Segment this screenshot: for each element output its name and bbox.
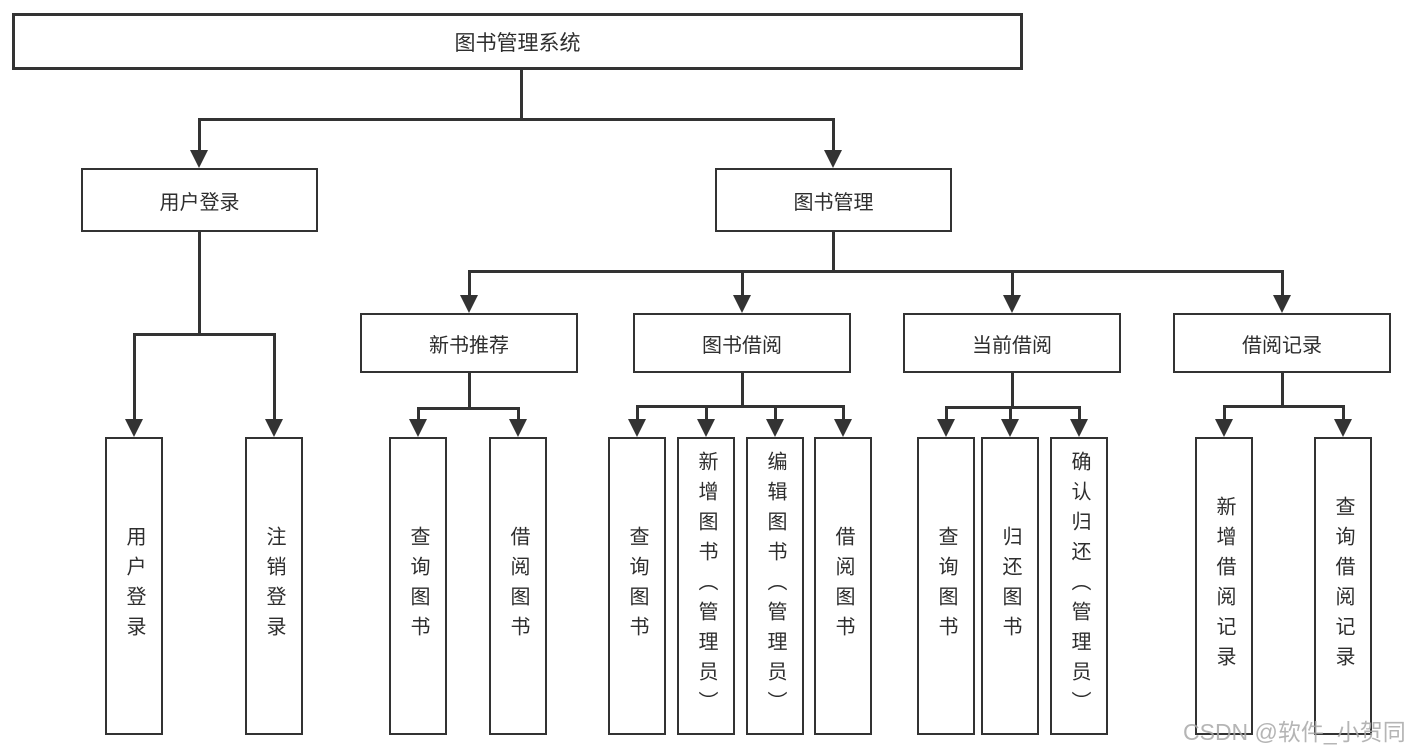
connector-line bbox=[945, 406, 1081, 409]
connector-line bbox=[705, 405, 708, 421]
node-new-book-recommend: 新书推荐 bbox=[360, 313, 578, 373]
leaf-return-books: 归还图书 bbox=[981, 437, 1039, 735]
connector-line bbox=[945, 406, 948, 421]
arrowhead-down-icon bbox=[460, 295, 478, 313]
node-user-login: 用户登录 bbox=[81, 168, 318, 232]
arrowhead-down-icon bbox=[1070, 419, 1088, 437]
arrowhead-down-icon bbox=[190, 150, 208, 168]
node-label: 用户登录 bbox=[159, 191, 240, 214]
node-label: 图书管理系统 bbox=[454, 31, 581, 55]
node-label: 图书借阅 bbox=[702, 334, 782, 357]
leaf-query-borrow-record: 查询借阅记录 bbox=[1314, 437, 1372, 735]
connector-line bbox=[417, 407, 420, 421]
arrowhead-down-icon bbox=[1003, 295, 1021, 313]
leaf-confirm-return-admin: 确认归还（管理员） bbox=[1050, 437, 1108, 735]
node-label: 图书管理 bbox=[793, 191, 874, 214]
connector-line bbox=[198, 118, 835, 121]
connector-line bbox=[273, 333, 276, 421]
connector-line bbox=[636, 405, 845, 408]
connector-line bbox=[1009, 406, 1012, 421]
arrowhead-down-icon bbox=[766, 419, 784, 437]
node-label: 查询借阅记录 bbox=[1332, 496, 1354, 676]
node-label: 确认归还（管理员） bbox=[1068, 451, 1090, 721]
connector-line bbox=[417, 407, 520, 410]
arrowhead-down-icon bbox=[697, 419, 715, 437]
connector-line bbox=[198, 118, 201, 152]
node-label: 用户登录 bbox=[123, 526, 145, 646]
connector-line bbox=[832, 232, 835, 272]
node-label: 当前借阅 bbox=[972, 334, 1052, 357]
connector-line bbox=[468, 373, 471, 409]
connector-line bbox=[832, 118, 835, 152]
leaf-borrow-books: 借阅图书 bbox=[489, 437, 547, 735]
connector-line bbox=[636, 405, 639, 421]
node-book-borrow: 图书借阅 bbox=[633, 313, 851, 373]
connector-line bbox=[1281, 270, 1284, 297]
arrowhead-down-icon bbox=[509, 419, 527, 437]
node-label: 归还图书 bbox=[999, 526, 1021, 646]
arrowhead-down-icon bbox=[1273, 295, 1291, 313]
node-book-management-system: 图书管理系统 bbox=[12, 13, 1023, 70]
connector-line bbox=[741, 270, 744, 297]
leaf-edit-books-admin: 编辑图书（管理员） bbox=[746, 437, 804, 735]
arrowhead-down-icon bbox=[733, 295, 751, 313]
node-label: 新增借阅记录 bbox=[1213, 496, 1235, 676]
leaf-query-books: 查询图书 bbox=[608, 437, 666, 735]
leaf-add-books-admin: 新增图书（管理员） bbox=[677, 437, 735, 735]
connector-line bbox=[517, 407, 520, 421]
connector-line bbox=[1011, 373, 1014, 408]
node-label: 编辑图书（管理员） bbox=[764, 451, 786, 721]
node-label: 新增图书（管理员） bbox=[695, 451, 717, 721]
csdn-watermark: CSDN @软件_小贺同学 bbox=[1183, 719, 1405, 745]
arrowhead-down-icon bbox=[1215, 419, 1233, 437]
connector-line bbox=[198, 232, 201, 335]
arrowhead-down-icon bbox=[265, 419, 283, 437]
connector-line bbox=[1223, 405, 1345, 408]
arrowhead-down-icon bbox=[824, 150, 842, 168]
leaf-query-books: 查询图书 bbox=[917, 437, 975, 735]
connector-line bbox=[520, 70, 523, 120]
leaf-logout: 注销登录 bbox=[245, 437, 303, 735]
connector-line bbox=[842, 405, 845, 421]
arrowhead-down-icon bbox=[409, 419, 427, 437]
leaf-borrow-books: 借阅图书 bbox=[814, 437, 872, 735]
connector-line bbox=[468, 270, 471, 297]
node-label: 查询图书 bbox=[626, 526, 648, 646]
leaf-user-login: 用户登录 bbox=[105, 437, 163, 735]
node-label: 新书推荐 bbox=[429, 334, 509, 357]
connector-line bbox=[468, 270, 1284, 273]
node-label: 查询图书 bbox=[935, 526, 957, 646]
leaf-query-books: 查询图书 bbox=[389, 437, 447, 735]
node-book-management: 图书管理 bbox=[715, 168, 952, 232]
node-current-borrow: 当前借阅 bbox=[903, 313, 1121, 373]
node-label: 注销登录 bbox=[263, 526, 285, 646]
connector-line bbox=[1011, 270, 1014, 297]
connector-line bbox=[133, 333, 276, 336]
node-label: 借阅记录 bbox=[1242, 334, 1322, 357]
arrowhead-down-icon bbox=[125, 419, 143, 437]
arrowhead-down-icon bbox=[628, 419, 646, 437]
arrowhead-down-icon bbox=[1334, 419, 1352, 437]
node-borrow-records: 借阅记录 bbox=[1173, 313, 1391, 373]
connector-line bbox=[133, 333, 136, 421]
connector-line bbox=[1078, 406, 1081, 421]
arrowhead-down-icon bbox=[834, 419, 852, 437]
connector-line bbox=[1342, 405, 1345, 421]
connector-line bbox=[741, 373, 744, 407]
arrowhead-down-icon bbox=[1001, 419, 1019, 437]
node-label: 借阅图书 bbox=[507, 526, 529, 646]
connector-line bbox=[1223, 405, 1226, 421]
leaf-add-borrow-record: 新增借阅记录 bbox=[1195, 437, 1253, 735]
arrowhead-down-icon bbox=[937, 419, 955, 437]
node-label: 查询图书 bbox=[407, 526, 429, 646]
connector-line bbox=[1281, 373, 1284, 407]
node-label: 借阅图书 bbox=[832, 526, 854, 646]
connector-line bbox=[774, 405, 777, 421]
